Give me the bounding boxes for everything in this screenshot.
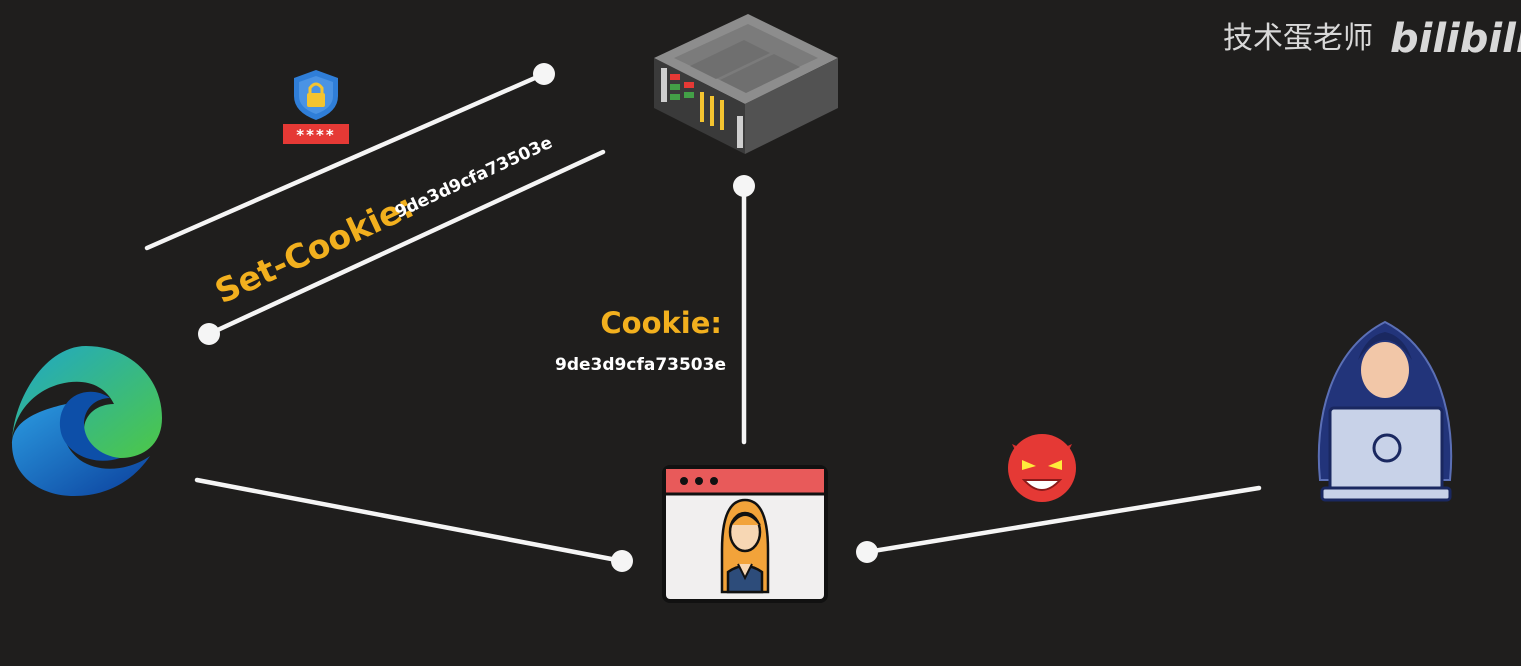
set-cookie-label-group: Set-Cookie: 9de3d9cfa73503e [209,133,556,311]
watermark-channel-name: 技术蛋老师 [1223,21,1373,56]
website-window-icon [662,465,828,603]
edge-browser-icon [12,346,162,496]
lock-shield-icon [283,70,349,144]
connector-attacker-to-website [856,485,1262,563]
masked-password-label: **** [296,126,335,144]
cookie-value: 9de3d9cfa73503e [555,355,726,375]
cookie-header: Cookie: [600,306,722,340]
connector-browser-to-website [194,477,633,572]
server-rack-icon [654,14,838,154]
connector-server-to-website [733,175,755,445]
bilibili-logo: bilibili [1390,16,1521,62]
set-cookie-value: 9de3d9cfa73503e [392,133,556,223]
connector-browser-to-server-request [144,63,555,251]
hooded-hacker-icon [1317,320,1453,502]
devil-emoji-icon [1008,434,1076,502]
connector-server-to-browser-response [198,149,606,345]
